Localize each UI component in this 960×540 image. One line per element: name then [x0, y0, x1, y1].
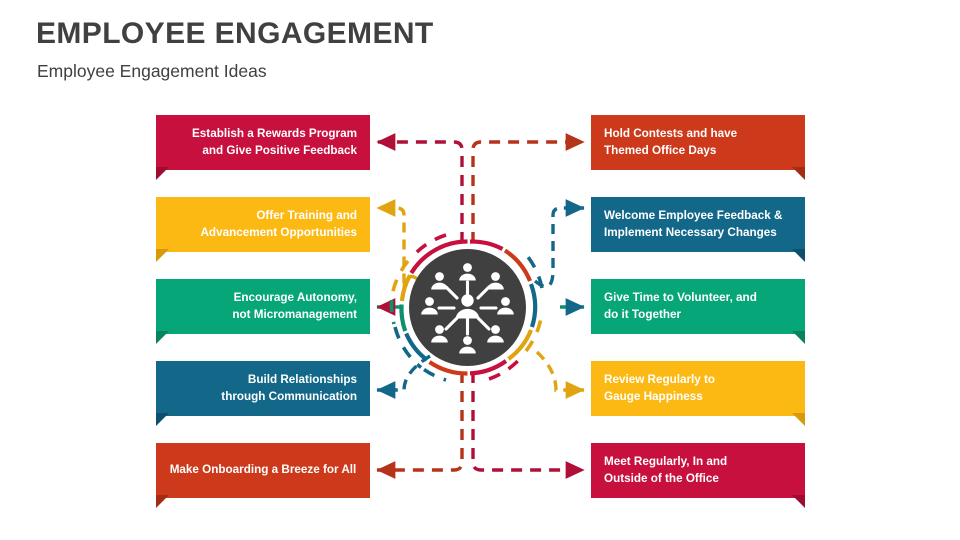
page-title: EMPLOYEE ENGAGEMENT: [36, 17, 434, 50]
card-fold-corner: [156, 331, 169, 344]
person-se: [487, 325, 504, 343]
card-fold-corner: [792, 249, 805, 262]
ring-arc-redorange-2: [503, 248, 532, 282]
ring-arc-crimson: [409, 239, 468, 275]
card-label: Meet Regularly, In and Outside of the Of…: [604, 455, 728, 485]
person-n: [459, 263, 476, 281]
card-build-relationships[interactable]: Build Relationships through Communicatio…: [156, 361, 370, 426]
person-nw: [431, 272, 448, 290]
card-offer-training[interactable]: Offer Training and Advancement Opportuni…: [156, 197, 370, 262]
card-meet-regularly[interactable]: Meet Regularly, In and Outside of the Of…: [591, 443, 805, 508]
person-w: [421, 297, 438, 315]
ring-arc-steel: [404, 332, 429, 362]
card-fold-corner: [156, 413, 169, 426]
card-fold-corner: [156, 167, 169, 180]
ring-tick-green: [389, 299, 396, 325]
card-label: Review Regularly to Gauge Happiness: [604, 373, 716, 403]
card-label: Hold Contests and have Themed Office Day…: [604, 127, 738, 157]
card-label: Welcome Employee Feedback & Implement Ne…: [604, 209, 783, 239]
hub-ring: [389, 233, 544, 382]
ring-tick-steel3: [520, 248, 544, 289]
ring-arc-steel-2: [529, 283, 538, 328]
ring-tick-crimson: [488, 352, 526, 381]
people-network-icon: [421, 263, 514, 354]
card-encourage-autonomy[interactable]: Encourage Autonomy, not Micromanagement: [156, 279, 370, 344]
card-label: Offer Training and Advancement Opportuni…: [200, 209, 357, 239]
card-give-time-to-volunteer[interactable]: Give Time to Volunteer, and do it Togeth…: [591, 279, 805, 344]
card-hold-contests[interactable]: Hold Contests and have Themed Office Day…: [591, 115, 805, 180]
ring-arc-crimson-2: [469, 359, 508, 376]
card-fold-corner: [792, 413, 805, 426]
ring-arc-crimson-3: [469, 239, 504, 251]
spoke-ne: [476, 285, 491, 300]
card-review-regularly[interactable]: Review Regularly to Gauge Happiness: [591, 361, 805, 426]
card-establish-rewards-program[interactable]: Establish a Rewards Program and Give Pos…: [156, 115, 370, 180]
center-hub: [389, 233, 544, 382]
card-fold-corner: [792, 495, 805, 508]
spoke-nw: [444, 285, 459, 300]
ring-tick-steel: [393, 326, 423, 369]
ring-arc-redorange: [428, 360, 468, 376]
card-welcome-employee-feedback[interactable]: Welcome Employee Feedback & Implement Ne…: [591, 197, 805, 262]
person-e: [497, 297, 514, 315]
card-fold-corner: [156, 249, 169, 262]
card-label: Give Time to Volunteer, and do it Togeth…: [604, 291, 757, 321]
person-center: [455, 294, 480, 319]
card-make-onboarding-breeze[interactable]: Make Onboarding a Breeze for All: [156, 443, 370, 508]
card-fold-corner: [792, 331, 805, 344]
person-sw: [431, 325, 448, 343]
card-label: Build Relationships through Communicatio…: [221, 373, 357, 403]
spoke-se: [476, 316, 491, 331]
card-label: Encourage Autonomy, not Micromanagement: [232, 291, 357, 321]
card-fold-corner: [156, 495, 169, 508]
page-subtitle: Employee Engagement Ideas: [37, 61, 267, 81]
ring-arc-amber: [399, 274, 412, 302]
card-fold-corner: [792, 167, 805, 180]
ring-tick-amber2: [524, 317, 543, 353]
card-label: Establish a Rewards Program and Give Pos…: [192, 127, 357, 157]
card-label: Make Onboarding a Breeze for All: [169, 463, 357, 477]
ring-tick-steel2: [422, 367, 447, 382]
ring-arc-amber-2: [507, 329, 533, 361]
ring-arc-green: [399, 304, 408, 332]
ring-tick-crimson2: [410, 233, 447, 259]
ring-tick-amber: [390, 259, 410, 297]
spoke-sw: [444, 316, 459, 331]
person-ne: [487, 272, 504, 290]
person-s: [459, 336, 476, 354]
